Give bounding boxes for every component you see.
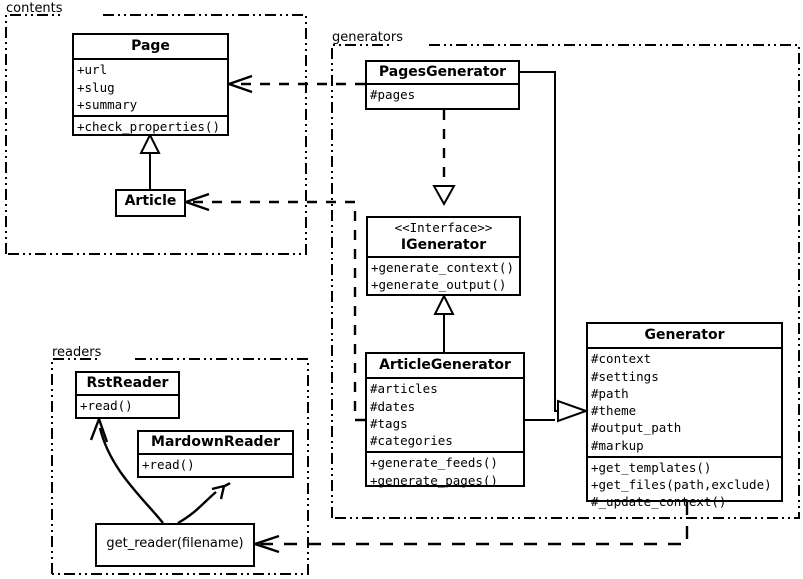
uml-class-article-generator[interactable]: ArticleGenerator #articles #dates #tags …: [365, 352, 525, 488]
uml-attribute: #path: [591, 385, 629, 401]
uml-class-page[interactable]: Page +url +slug +summary +check_properti…: [72, 33, 229, 136]
uml-class-article-name: Article: [124, 193, 177, 209]
uml-class-generator-methods: +get_templates() +get_files(path,exclude…: [588, 455, 781, 513]
uml-method: +generate_pages(): [370, 472, 498, 488]
uml-attribute: #tags: [370, 415, 408, 431]
uml-class-article-generator-attributes: #articles #dates #tags #categories: [367, 377, 523, 451]
uml-method: #_update_context(): [591, 494, 727, 510]
uml-attribute: #markup: [591, 437, 644, 453]
uml-class-rst-reader[interactable]: RstReader +read(): [75, 371, 180, 419]
uml-attribute: +url: [77, 62, 108, 78]
uml-class-pages-generator-attributes: #pages: [367, 83, 518, 105]
uml-attribute: #dates: [370, 398, 416, 414]
uml-attribute: #settings: [591, 368, 659, 384]
relationship-getreader-creates-rstreader: [89, 418, 164, 524]
uml-method: +read(): [142, 457, 195, 473]
uml-attribute: #categories: [370, 433, 453, 449]
uml-attribute: #pages: [370, 87, 416, 103]
uml-method: +read(): [80, 398, 133, 414]
relationship-pagesgenerator-uses-page: [228, 74, 365, 94]
uml-class-pages-generator[interactable]: PagesGenerator #pages: [365, 60, 520, 110]
uml-method: +get_templates(): [591, 459, 712, 475]
uml-class-generator[interactable]: Generator #context #settings #path #them…: [586, 322, 783, 509]
uml-class-igenerator-methods: +generate_context() +generate_output(): [368, 256, 519, 296]
relationship-generators-extend-generator: [520, 71, 589, 423]
package-label-generators: generators: [332, 30, 403, 45]
relationship-article-inherits-page: [139, 132, 161, 189]
uml-class-generator-attributes: #context #settings #path #theme #output_…: [588, 347, 781, 456]
uml-class-article-generator-name: ArticleGenerator: [379, 357, 511, 373]
uml-class-page-name: Page: [131, 38, 170, 54]
uml-attribute: +slug: [77, 79, 115, 95]
package-boundary-generators: [331, 44, 800, 519]
uml-method: +generate_feeds(): [370, 455, 498, 471]
package-boundary-readers: [51, 358, 309, 575]
relationship-generator-uses-getreader: [254, 502, 689, 554]
uml-class-rst-reader-methods: +read(): [77, 394, 178, 416]
uml-class-igenerator-stereotype: <<Interface>>: [394, 220, 493, 235]
package-label-contents: contents: [6, 1, 63, 16]
uml-class-mardown-reader-name: MardownReader: [151, 434, 280, 450]
uml-class-mardown-reader-methods: +read(): [139, 453, 292, 475]
uml-class-igenerator[interactable]: <<Interface>> IGenerator +generate_conte…: [366, 216, 521, 296]
package-label-readers: readers: [52, 345, 102, 360]
uml-class-igenerator-name: IGenerator: [400, 236, 487, 253]
uml-class-mardown-reader[interactable]: MardownReader +read(): [137, 430, 294, 478]
relationship-articlegenerator-implements-igenerator: [433, 293, 455, 352]
uml-class-generator-name: Generator: [644, 327, 725, 343]
uml-class-article[interactable]: Article: [115, 189, 186, 217]
uml-attribute: #output_path: [591, 420, 682, 436]
uml-method: +generate_output(): [371, 277, 507, 293]
uml-method: +get_files(path,exclude): [591, 477, 772, 493]
uml-function-get-reader[interactable]: get_reader(filename): [95, 523, 255, 567]
uml-attribute: +summary: [77, 96, 138, 112]
uml-method: +check_properties(): [77, 119, 220, 135]
uml-class-pages-generator-name: PagesGenerator: [378, 64, 507, 80]
relationship-pagesgenerator-implements-igenerator: [432, 110, 456, 207]
uml-method: +generate_context(): [371, 260, 514, 276]
uml-class-igenerator-header: <<Interface>> IGenerator: [368, 218, 519, 256]
uml-attribute: #theme: [591, 403, 637, 419]
uml-attribute: #context: [591, 351, 652, 367]
uml-class-page-methods: +check_properties(): [74, 115, 227, 137]
uml-class-page-attributes: +url +slug +summary: [74, 58, 227, 115]
uml-function-get-reader-label: get_reader(filename): [106, 536, 244, 551]
relationship-articlegenerator-uses-article: [185, 192, 365, 422]
relationship-getreader-creates-mardownreader: [177, 482, 231, 525]
uml-class-article-generator-methods: +generate_feeds() +generate_pages(): [367, 451, 523, 491]
uml-attribute: #articles: [370, 381, 438, 397]
package-boundary-contents: [5, 14, 307, 255]
uml-class-rst-reader-name: RstReader: [86, 375, 169, 391]
